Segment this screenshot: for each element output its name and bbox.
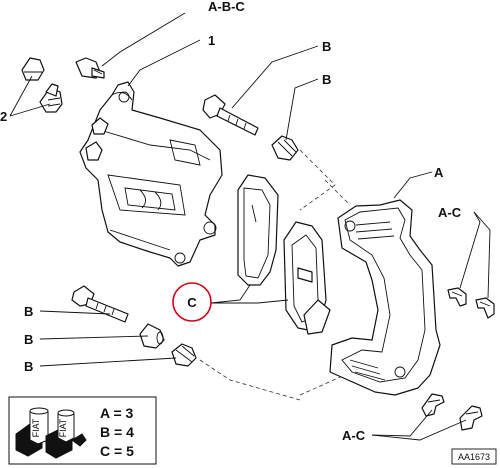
lower-bushing [139,323,165,349]
legend-row-b: B = 4 [100,424,134,440]
callout-labels: A-B-C 1 2 B B A A-C A-C C B B B [0,0,462,443]
inner-brake-pad [237,174,279,286]
label-abc-top: A-B-C [208,0,245,14]
label-2: 2 [0,109,7,124]
label-ac-bottom: A-C [342,428,366,443]
leader-lines [9,12,491,441]
anti-rattle-clips-right [447,287,495,319]
caliper-body [79,81,223,267]
anti-rattle-clips-bottom [421,393,483,431]
reference-code: AA1673 [458,452,490,462]
label-b-left-2: B [24,332,33,347]
label-b-left-3: B [24,359,33,374]
caliper-bracket [329,199,441,396]
legend-row-c: C = 5 [100,443,134,459]
label-a-bracket: A [434,165,444,180]
bleed-cap-and-screw [21,57,63,113]
label-1: 1 [208,33,215,48]
icon-label-1: FIAT [31,418,41,437]
upper-dust-boot [271,135,299,161]
grease-kit-icon: FIAT FIAT [15,407,87,459]
reference-code-box: AA1673 [451,448,497,465]
icon-label-2: FIAT [58,418,68,437]
lower-guide-pin [71,285,129,323]
outer-brake-pad [283,221,331,335]
label-c-circled: C [187,295,197,310]
label-b-boot-top: B [322,72,331,87]
lower-dust-boot [171,343,197,367]
quantity-legend: FIAT FIAT A = 3 B = 4 C = 5 [8,396,157,465]
highlight-circle [172,282,212,322]
alignment-dashed-lines [199,149,351,401]
caliper-guide-bolt [75,57,105,79]
upper-guide-pin [202,94,259,136]
label-b-pin-top: B [322,39,331,54]
label-ac-right: A-C [438,205,462,220]
label-b-left-1: B [24,304,33,319]
legend-row-a: A = 3 [100,405,134,421]
